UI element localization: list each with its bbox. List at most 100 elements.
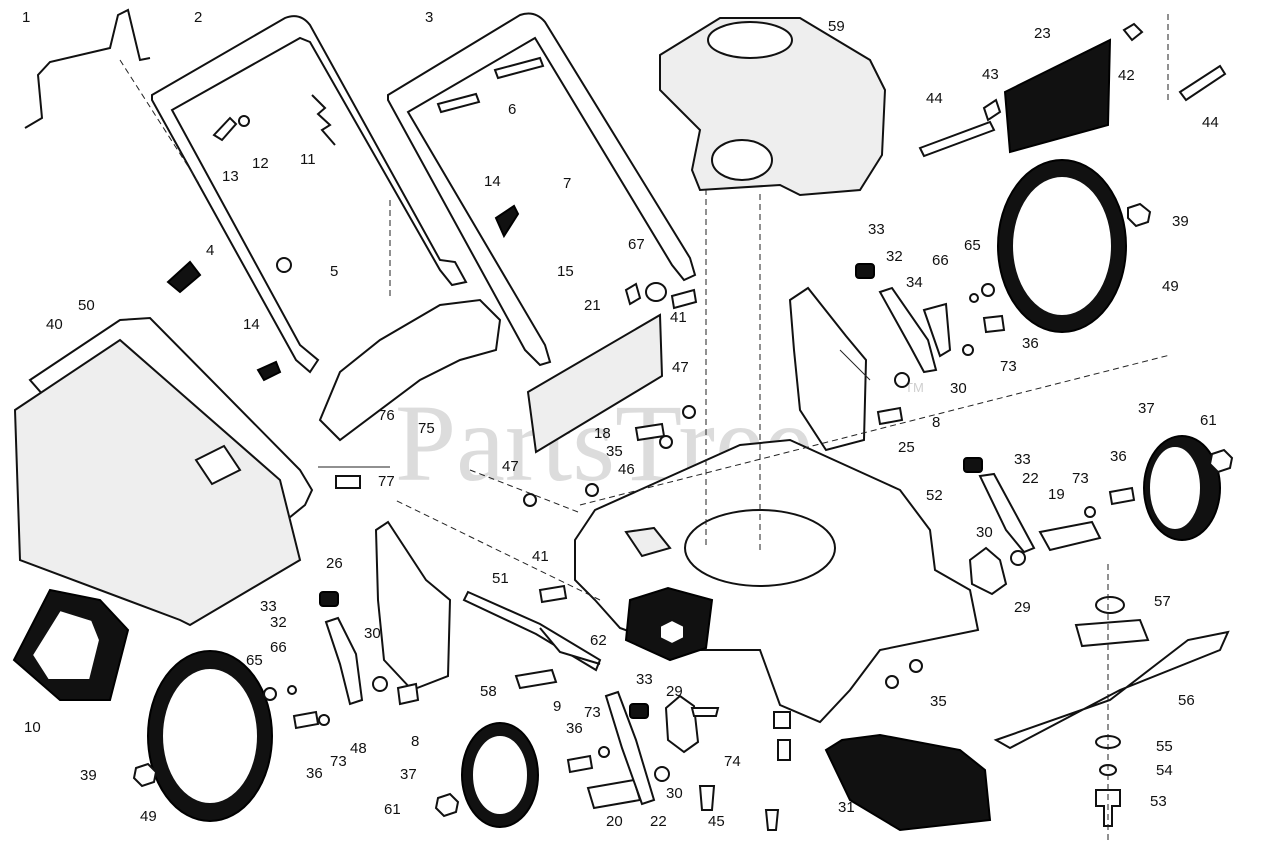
callout-48: 48 (350, 740, 367, 757)
callout-61b: 61 (384, 801, 401, 818)
callout-66a: 66 (932, 252, 949, 269)
flap-window-drawing (30, 608, 102, 681)
callout-4: 4 (206, 242, 214, 259)
callout-65a: 65 (964, 237, 981, 254)
callout-76: 76 (378, 407, 395, 424)
bolt-77-drawing (335, 475, 361, 489)
callout-3: 3 (425, 9, 433, 26)
callout-35b: 35 (930, 693, 947, 710)
gear-plate-drawing-2 (664, 694, 700, 754)
callout-67: 67 (628, 236, 645, 253)
bracket-right-drawing (1038, 520, 1102, 552)
bolt-41-drawing (670, 288, 698, 310)
callout-15: 15 (557, 263, 574, 280)
callout-30c: 30 (364, 625, 381, 642)
callout-44b: 44 (1202, 114, 1219, 131)
watermark-tm: TM (905, 380, 924, 395)
callout-35a: 35 (606, 443, 623, 460)
lower-handle-drawing (387, 12, 697, 367)
washer-66-drawing-2 (287, 685, 297, 695)
hub-cap-drawing-3 (1208, 448, 1234, 474)
callout-46: 46 (618, 461, 635, 478)
callout-22a: 22 (1022, 470, 1039, 487)
callout-32b: 32 (270, 614, 287, 631)
washer-73-drawing (962, 344, 974, 356)
lever-arm-drawing-4 (604, 690, 656, 806)
callout-49b: 49 (140, 808, 157, 825)
wing-knob-drawing-2 (256, 360, 282, 382)
knob-drawing (166, 260, 202, 294)
callout-2: 2 (194, 9, 202, 26)
callout-34: 34 (906, 274, 923, 291)
callout-19: 19 (1048, 486, 1065, 503)
callout-73a: 73 (1000, 358, 1017, 375)
callout-9: 9 (553, 698, 561, 715)
callout-45: 45 (708, 813, 725, 830)
lever-arm-drawing (878, 286, 938, 374)
callout-14b: 14 (243, 316, 260, 333)
shoulder-bolt-drawing-3 (764, 809, 780, 831)
callout-5: 5 (330, 263, 338, 280)
front-shield-drawing (824, 733, 992, 832)
nut-35-drawing-4 (885, 675, 899, 689)
callout-26: 26 (326, 555, 343, 572)
hub-cap-drawing (1127, 202, 1152, 228)
callout-36d: 36 (566, 720, 583, 737)
engine-recoil-drawing (707, 21, 793, 59)
callout-73d: 73 (584, 704, 601, 721)
spring-43-drawing (982, 98, 1002, 122)
wing-knob-drawing (494, 204, 520, 239)
blade-adapter-drawing (1074, 618, 1150, 648)
callout-59: 59 (828, 18, 845, 35)
callout-56: 56 (1178, 692, 1195, 709)
lever-arm-drawing-2 (978, 472, 1036, 554)
callout-62: 62 (590, 632, 607, 649)
upper-handle-drawing (151, 15, 468, 374)
callout-77: 77 (378, 473, 395, 490)
gear-plate-drawing (968, 546, 1008, 596)
callout-36b: 36 (1110, 448, 1127, 465)
nut-30-drawing-2 (1010, 550, 1026, 566)
callout-33a: 33 (868, 221, 885, 238)
bolt-set-drawing (514, 668, 558, 690)
bracket-left-drawing (586, 778, 642, 810)
callout-14a: 14 (484, 173, 501, 190)
callout-73c: 73 (330, 753, 347, 770)
spacer-drawing (645, 282, 667, 302)
bolt-head-drawing (238, 115, 250, 127)
nut-35-drawing-2 (909, 659, 923, 673)
washer-73-drawing-3 (318, 714, 330, 726)
washer-drawing-2 (682, 405, 696, 419)
bolt-8-drawing (876, 406, 904, 426)
callout-6: 6 (508, 101, 516, 118)
callout-25: 25 (898, 439, 915, 456)
callout-42: 42 (1118, 67, 1135, 84)
callout-33d: 33 (636, 671, 653, 688)
callout-20: 20 (606, 813, 623, 830)
callout-57: 57 (1154, 593, 1171, 610)
hub-cap-drawing-4 (434, 792, 460, 818)
callout-39a: 39 (1172, 213, 1189, 230)
knob-cover-drawing-4 (629, 703, 649, 719)
callout-73b: 73 (1072, 470, 1089, 487)
front-wheel-left-rim (471, 734, 529, 816)
callout-43: 43 (982, 66, 999, 83)
callout-75: 75 (418, 420, 435, 437)
callout-37a: 37 (1138, 400, 1155, 417)
nut-drawing (659, 618, 685, 646)
hub-cap-drawing-2 (132, 762, 158, 788)
rear-wheel-right-rim (1011, 175, 1113, 317)
washer-73-drawing-4 (598, 746, 610, 758)
callout-33b: 33 (1014, 451, 1031, 468)
nut-47-drawing (523, 493, 537, 507)
control-rod-drawing (24, 8, 151, 129)
callout-11: 11 (300, 151, 316, 168)
axle-arm-drawing (539, 627, 601, 665)
leader-lines (119, 10, 1171, 840)
callout-44a: 44 (926, 90, 943, 107)
callout-58: 58 (480, 683, 497, 700)
knob-cover-drawing-2 (963, 457, 983, 473)
bolt-8-drawing-2 (396, 682, 420, 706)
washer-66-drawing (969, 293, 979, 303)
bracket-34-drawing (922, 302, 952, 358)
